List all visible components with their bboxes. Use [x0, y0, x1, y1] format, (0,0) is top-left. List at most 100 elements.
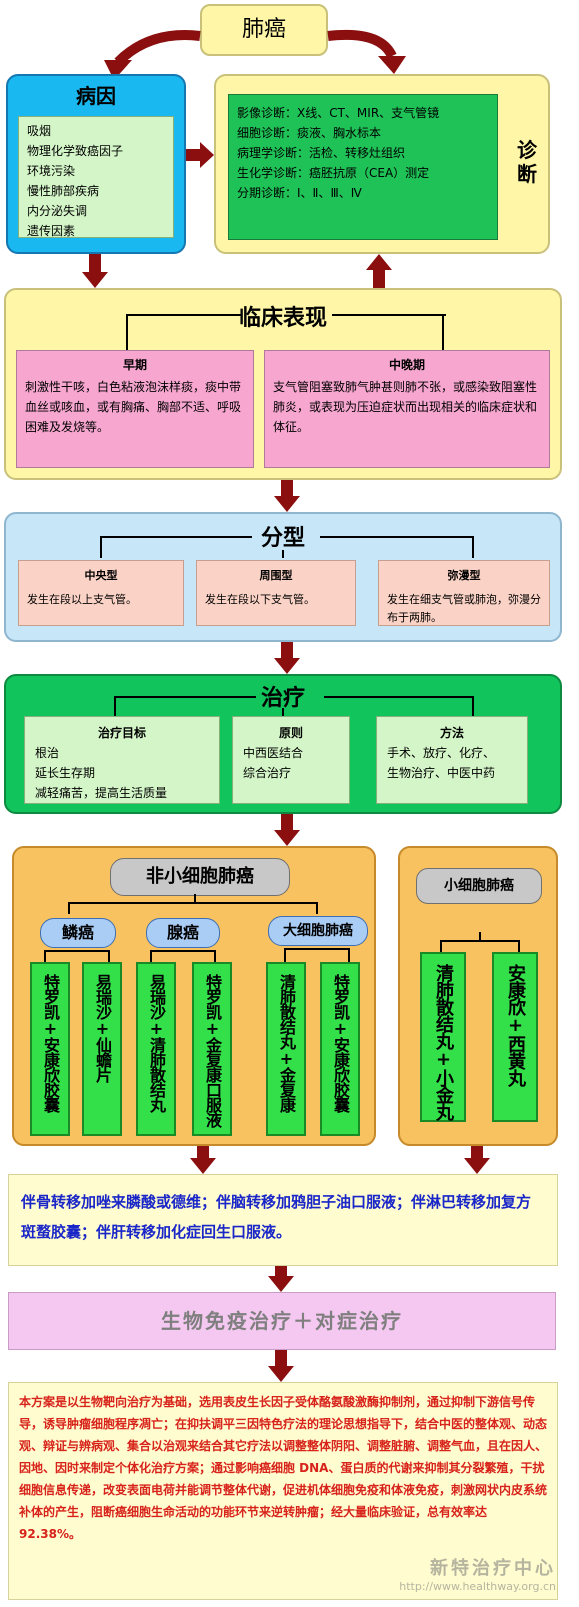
arrow-down-types: [274, 480, 300, 512]
type-central-text: 发生在段以上支气管。: [27, 593, 137, 606]
clinical-early-text: 刺激性干咳，白色粘液泡沫样痰，痰中带血丝或咳血，或有胸痛、胸部不适、呼吸困难及发…: [25, 380, 242, 434]
treatment-principle-item: 中西医结合: [243, 746, 304, 760]
arrow-down-treatment: [274, 642, 300, 674]
etiology-title: 病因: [76, 84, 116, 108]
clinical-bracket: [126, 314, 444, 350]
curved-arrows: [104, 29, 406, 80]
nsclc-col-text: 易瑞沙+仙蟾片: [93, 974, 112, 1082]
type-peripheral-box: 周围型 发生在段以下支气管。: [196, 560, 356, 626]
type-diffuse-box: 弥漫型 发生在细支气管或肺泡，弥漫分布于两肺。: [378, 560, 550, 626]
types-panel: 分型 中央型 发生在段以上支气管。 周围型 发生在段以下支气管。 弥漫型 发生在…: [4, 512, 562, 642]
arrow-down-etiology: [82, 254, 108, 288]
nsclc-panel: 非小细胞肺癌 鳞癌 腺癌 大细胞肺癌 特罗凯+安康欣胶囊 易瑞沙+仙蟾片 易瑞沙…: [12, 846, 376, 1146]
nsclc-col: 特罗凯+安康欣胶囊: [30, 962, 70, 1136]
diagnosis-item: 病理学诊断：活检、转移灶组织: [237, 146, 406, 160]
clinical-title: 临床表现: [238, 306, 327, 331]
nsclc-col: 特罗凯+安康欣胶囊: [320, 962, 360, 1136]
curve-arrowhead-left: [104, 60, 132, 80]
nsclc-col: 特罗凯+金复康口服液: [192, 962, 232, 1136]
diagnosis-side-label: 诊断: [517, 138, 537, 186]
clinical-late-box: 中晚期 支气管阻塞致肺气肿甚则肺不张，或感染致阻塞性肺炎，或表现为压迫症状而出现…: [264, 350, 550, 468]
treatment-bracket-mid: [282, 708, 284, 716]
sclc-col-text: 安康欣+西黄丸: [505, 964, 526, 1086]
etiology-item: 物理化学致癌因子: [27, 144, 124, 158]
arrow-down-summary: [268, 1350, 294, 1382]
bio-box: 生物免疫治疗＋对症治疗: [8, 1292, 556, 1350]
type-peripheral-head: 周围型: [259, 569, 293, 582]
treatment-method-box: 方法 手术、放疗、化疗、 生物治疗、中医中药: [376, 716, 528, 804]
watermark: 新特治疗中心 http://www.healthway.org.cn: [366, 1554, 556, 1593]
sclc-bracket: [440, 940, 520, 952]
etiology-panel: 病因 吸烟 物理化学致癌因子 环境污染 慢性肺部疾病 内分泌失调 遗传因素: [6, 74, 186, 254]
nsclc-col-text: 特罗凯+安康欣胶囊: [331, 974, 350, 1112]
arrow-right: [186, 142, 214, 168]
diagnosis-item: 细胞诊断：痰液、胸水标本: [237, 126, 382, 140]
sclc-col: 清肺散结丸+小金丸: [420, 952, 466, 1122]
summary-text: 本方案是以生物靶向治疗为基础，选用表皮生长因子受体酪氨酸激酶抑制剂，通过抑制下游…: [19, 1395, 548, 1541]
curve-arrow-right: [327, 29, 397, 59]
nsclc-squamous: 鳞癌: [40, 918, 116, 948]
arrow-down-metastasis-left: [190, 1146, 216, 1174]
sclc-col: 安康欣+西黄丸: [492, 952, 538, 1122]
treatment-goal-item: 延长生存期: [35, 766, 96, 780]
etiology-item: 遗传因素: [27, 224, 76, 238]
treatment-goal-item: 根治: [35, 746, 60, 760]
treatment-principle-box: 原则 中西医结合 综合治疗: [232, 716, 350, 804]
treatment-goal-box: 治疗目标 根治 延长生存期 减轻痛苦，提高生活质量: [24, 716, 220, 804]
etiology-item: 吸烟: [27, 124, 52, 138]
etiology-item: 内分泌失调: [27, 204, 88, 218]
treatment-bracket-left: [114, 696, 256, 716]
arrow-down-metastasis-right: [464, 1146, 490, 1174]
type-peripheral-text: 发生在段以下支气管。: [205, 593, 315, 606]
nsclc-col: 清肺散结丸+金复康: [266, 962, 306, 1136]
treatment-method-item: 生物治疗、中医中药: [387, 766, 496, 780]
nsclc-col: 易瑞沙+清肺散结丸: [136, 962, 176, 1136]
treatment-method-head: 方法: [439, 726, 464, 740]
diagnosis-list: 影像诊断：X线、CT、MIR、支气管镜 细胞诊断：痰液、胸水标本 病理学诊断：活…: [228, 94, 498, 240]
nsclc-sub-bracket-2: [150, 950, 216, 962]
etiology-list: 吸烟 物理化学致癌因子 环境污染 慢性肺部疾病 内分泌失调 遗传因素: [18, 116, 174, 238]
sclc-panel: 小细胞肺癌 清肺散结丸+小金丸 安康欣+西黄丸: [398, 846, 558, 1146]
treatment-title: 治疗: [260, 686, 305, 711]
treatment-principle-item: 综合治疗: [243, 766, 292, 780]
top-title: 肺癌: [200, 4, 328, 56]
clinical-early-box: 早期 刺激性干咳，白色粘液泡沫样痰，痰中带血丝或咳血，或有胸痛、胸部不适、呼吸困…: [16, 350, 254, 468]
type-central-box: 中央型 发生在段以上支气管。: [18, 560, 184, 626]
types-title: 分型: [260, 526, 305, 551]
summary-box: 本方案是以生物靶向治疗为基础，选用表皮生长因子受体酪氨酸激酶抑制剂，通过抑制下游…: [8, 1382, 558, 1600]
treatment-method-item: 手术、放疗、化疗、: [387, 746, 496, 760]
clinical-panel: 临床表现 早期 刺激性干咳，白色粘液泡沫样痰，痰中带血丝或咳血，或有胸痛、胸部不…: [4, 288, 562, 480]
diagnosis-item: 生化学诊断：癌胚抗原（CEA）测定: [237, 166, 430, 180]
diagnosis-item: 影像诊断：X线、CT、MIR、支气管镜: [237, 106, 440, 120]
type-diffuse-text: 发生在细支气管或肺泡，弥漫分布于两肺。: [387, 593, 541, 624]
clinical-late-head: 中晚期: [388, 358, 425, 372]
etiology-item: 慢性肺部疾病: [27, 184, 100, 198]
sclc-title: 小细胞肺癌: [416, 868, 542, 904]
watermark-url: http://www.healthway.org.cn: [399, 1580, 556, 1593]
types-bracket-mid: [282, 550, 284, 558]
treatment-goal-item: 减轻痛苦，提高生活质量: [35, 786, 168, 800]
arrow-up-diagnosis: [366, 254, 392, 288]
nsclc-adeno: 腺癌: [146, 918, 220, 948]
nsclc-large: 大细胞肺癌: [268, 916, 368, 946]
nsclc-sub-bracket-1: [44, 950, 110, 962]
nsclc-bracket: [68, 902, 318, 914]
nsclc-col-text: 清肺散结丸+金复康: [277, 974, 296, 1112]
treatment-goal-head: 治疗目标: [97, 726, 146, 740]
clinical-early-head: 早期: [122, 358, 147, 372]
curve-arrowhead-right: [378, 56, 406, 74]
nsclc-bracket-mid: [194, 894, 196, 904]
arrow-down-nsclc: [274, 814, 300, 846]
sclc-col-text: 清肺散结丸+小金丸: [433, 964, 454, 1120]
nsclc-col-text: 特罗凯+金复康口服液: [203, 974, 222, 1127]
treatment-principle-head: 原则: [278, 726, 303, 740]
arrow-down-bio: [268, 1266, 294, 1292]
sclc-bracket-mid: [479, 932, 481, 940]
etiology-item: 环境污染: [27, 164, 76, 178]
nsclc-col-text: 易瑞沙+清肺散结丸: [147, 974, 166, 1112]
diagnosis-item: 分期诊断：Ⅰ、Ⅱ、Ⅲ、Ⅳ: [237, 186, 362, 200]
watermark-name: 新特治疗中心: [430, 1558, 556, 1579]
type-diffuse-head: 弥漫型: [447, 569, 481, 582]
clinical-late-text: 支气管阻塞致肺气肿甚则肺不张，或感染致阻塞性肺炎，或表现为压迫症状而出现相关的临…: [273, 380, 538, 434]
types-bracket-left: [100, 536, 252, 558]
